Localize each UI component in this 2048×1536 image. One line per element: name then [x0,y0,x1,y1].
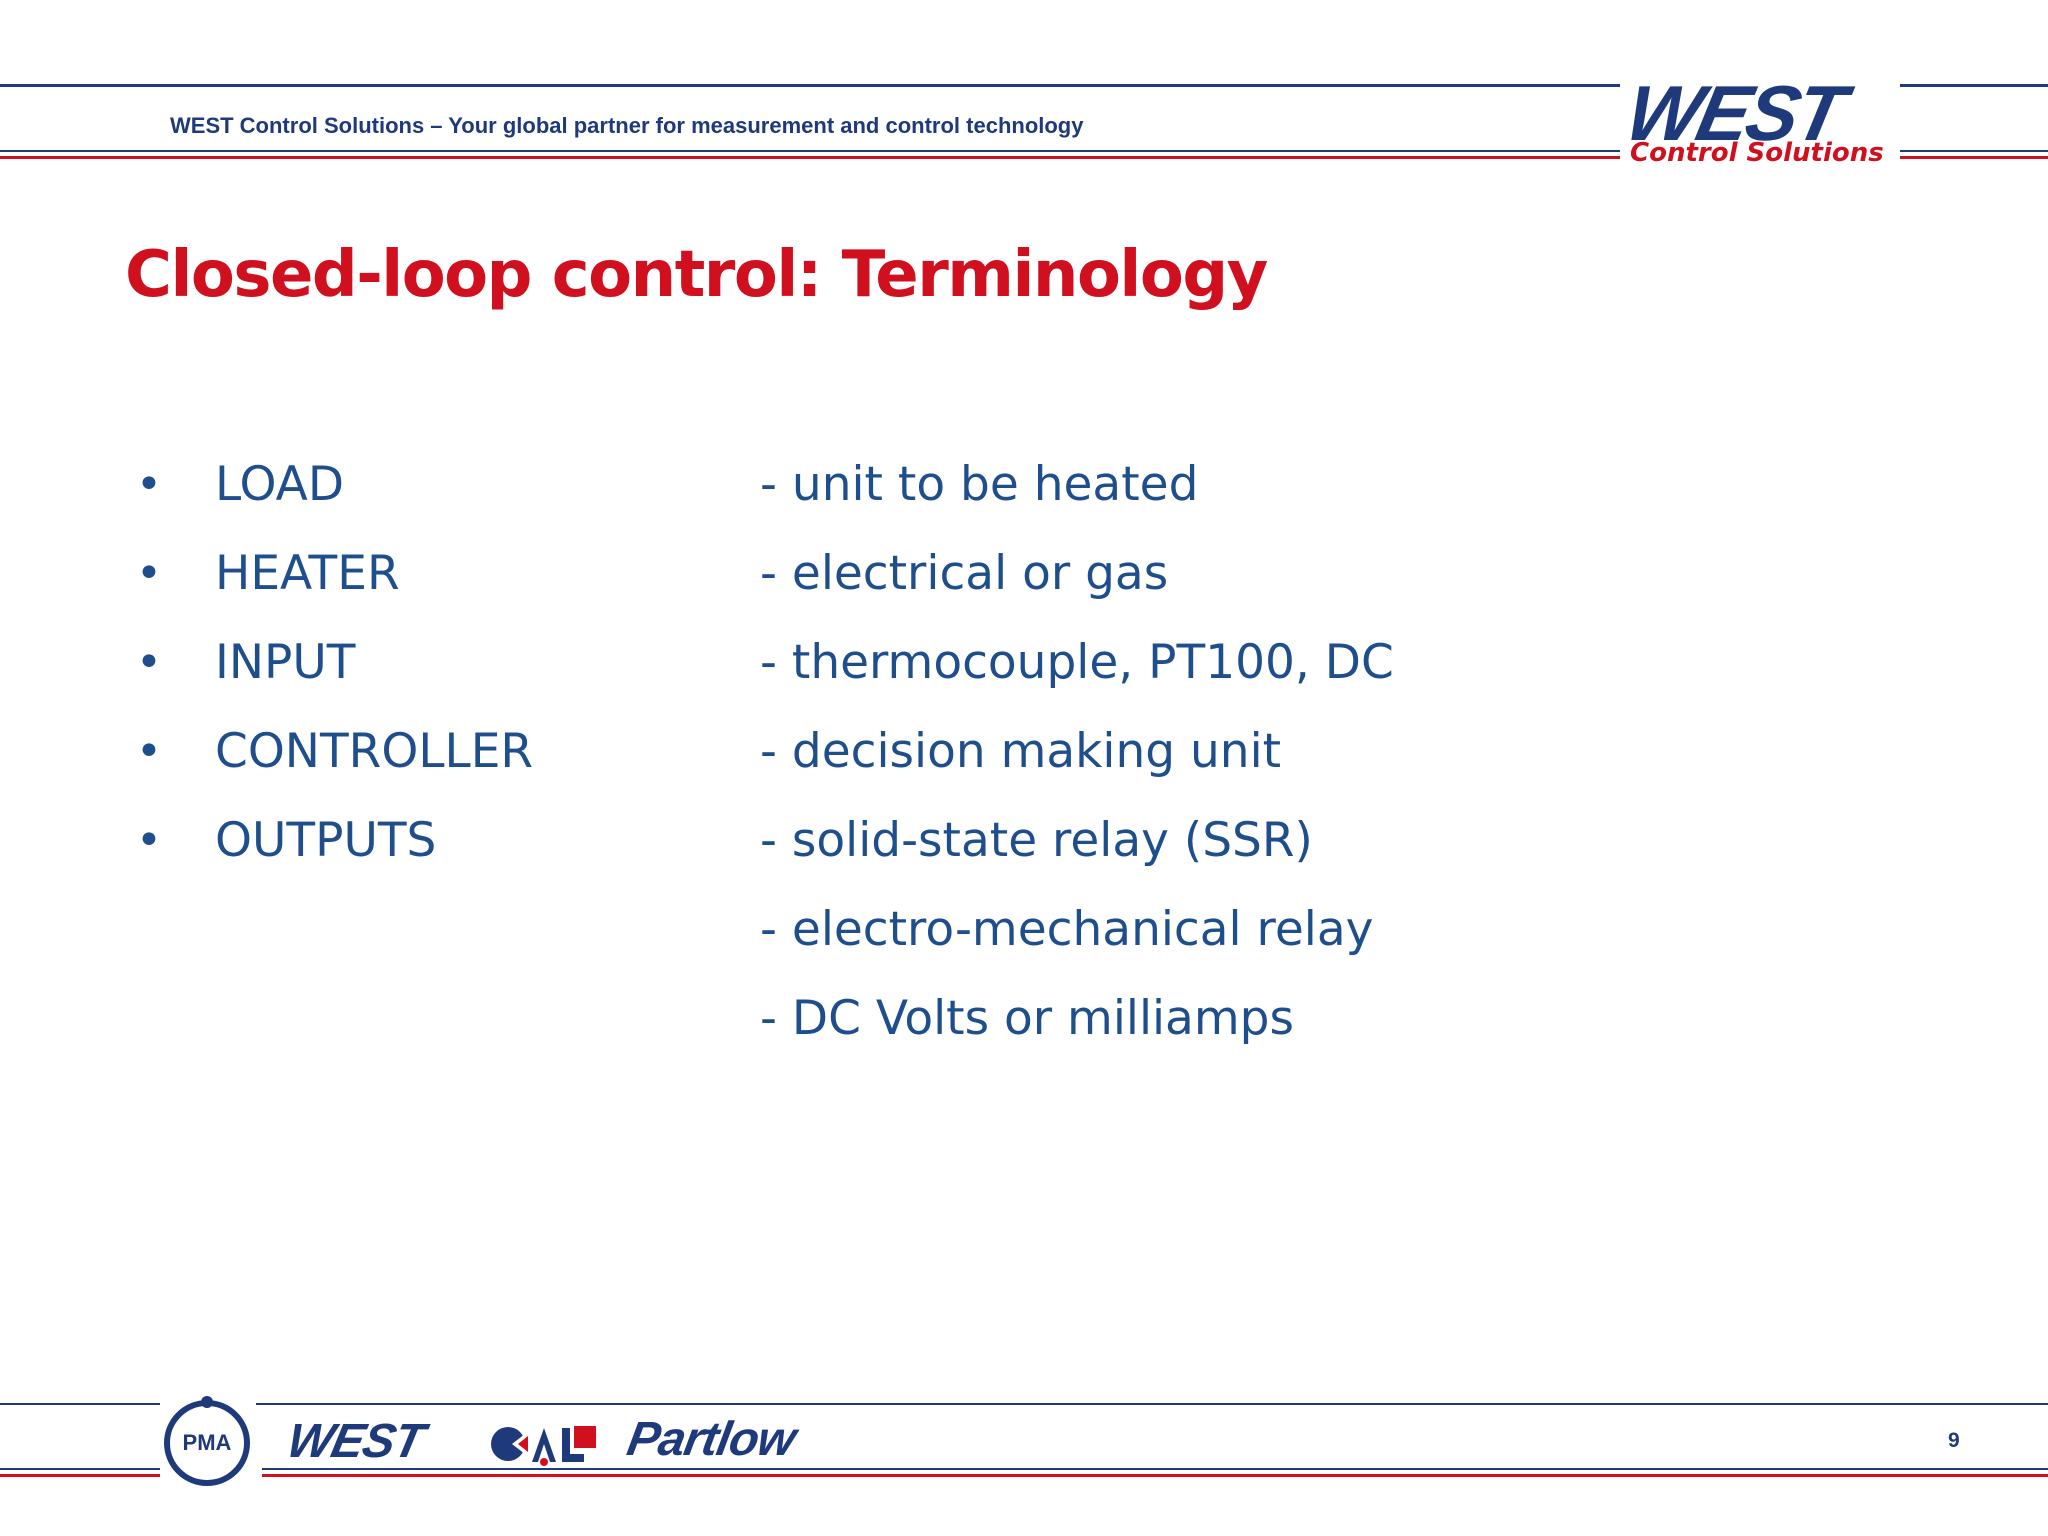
term-row-load: • LOAD - unit to be heated [0,445,2048,525]
bullet: • [136,459,162,510]
footer-top-rule-right [256,1403,2048,1405]
term-row-input: • INPUT - thermocouple, PT100, DC [0,623,2048,703]
term-description: - unit to be heated [760,457,1199,512]
term-row-heater: • HEATER - electrical or gas [0,534,2048,614]
footer-bottom-rule-red-right [262,1474,2048,1477]
cal-logo-square [574,1426,596,1448]
pma-logo-dot [201,1396,213,1408]
header-bottom-rule-navy [0,150,1620,152]
cal-logo-a-shape [532,1428,556,1462]
header-top-rule [0,84,1620,87]
pma-logo: PMA [164,1400,250,1486]
footer-bottom-rule-navy-right [262,1468,2048,1470]
term-label: CONTROLLER [215,724,534,779]
bullet: • [136,548,162,599]
bullet: • [136,726,162,777]
slide-title: Closed-loop control: Terminology [125,238,1268,312]
term-description: - decision making unit [760,724,1282,779]
term-row-outputs-extra-1: - electro-mechanical relay [0,890,2048,970]
header-tagline: WEST Control Solutions – Your global par… [170,113,1084,138]
term-label: LOAD [215,457,345,512]
header-bottom-rule-navy-right [1870,150,2048,152]
term-description: - electrical or gas [760,546,1169,601]
cal-logo-l-bar [562,1428,570,1462]
west-logo-subtitle: Control Solutions [1630,138,1884,168]
cal-logo-c-shape [491,1427,525,1461]
footer-bottom-rule-navy-left [0,1468,160,1470]
cal-logo-l-base [562,1454,584,1462]
term-description: - electro-mechanical relay [760,902,1374,957]
header-top-rule-right [1892,84,2048,87]
bullet: • [136,637,162,688]
term-description: - DC Volts or milliamps [760,991,1294,1046]
page-number: 9 [1948,1429,1960,1452]
footer-top-rule-left [0,1403,160,1405]
term-label: OUTPUTS [215,813,437,868]
cal-logo-dot [540,1458,548,1466]
term-label: INPUT [215,635,356,690]
term-description: - solid-state relay (SSR) [760,813,1313,868]
partlow-brand-logo: Partlow [623,1413,800,1466]
west-control-solutions-logo: WEST Control Solutions [1619,69,1900,174]
west-brand-logo: WEST [282,1415,429,1468]
pma-logo-text: PMA [182,1430,232,1455]
term-label: HEATER [215,546,400,601]
bullet: • [136,815,162,866]
term-description: - thermocouple, PT100, DC [760,635,1394,690]
header-bottom-rule-red-right [1870,156,2048,159]
term-row-controller: • CONTROLLER - decision making unit [0,712,2048,792]
header-bottom-rule-red [0,156,1620,159]
cal-brand-logo [491,1426,596,1466]
term-row-outputs: • OUTPUTS - solid-state relay (SSR) [0,801,2048,881]
cal-logo-arrow [518,1436,528,1452]
footer-bottom-rule-red-left [0,1474,160,1477]
term-row-outputs-extra-2: - DC Volts or milliamps [0,979,2048,1059]
